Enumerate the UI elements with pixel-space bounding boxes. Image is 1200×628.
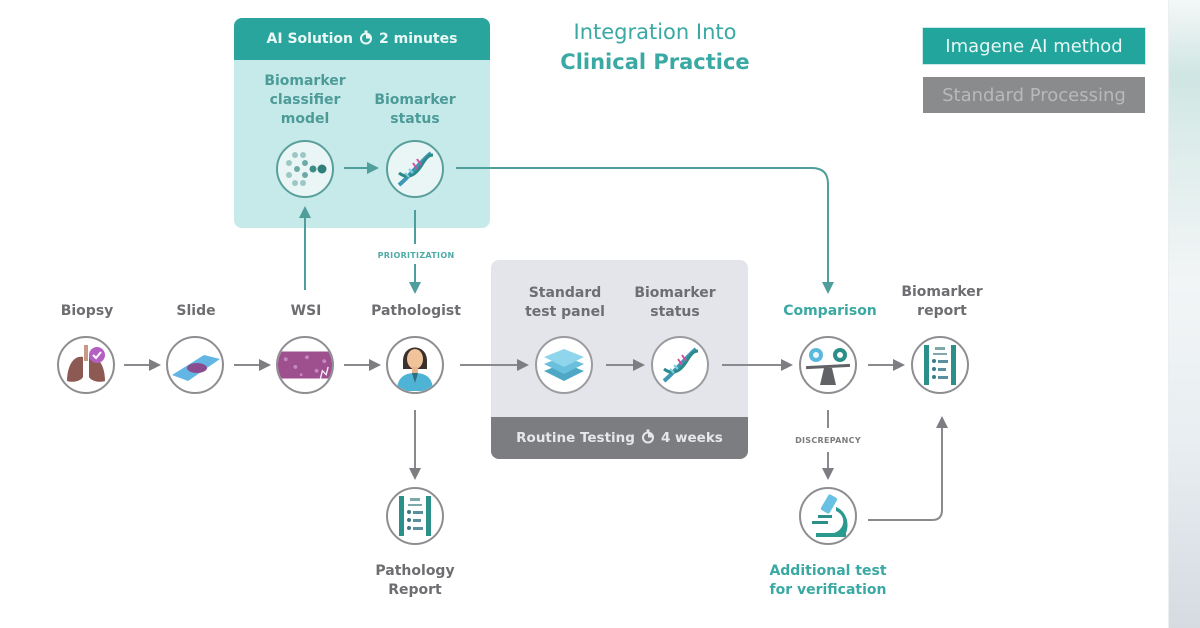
pathologist-label: Pathologist — [371, 303, 461, 319]
wsi-node — [276, 336, 334, 394]
legend-label: Imagene AI method — [945, 35, 1123, 57]
additional-test-node — [799, 487, 857, 545]
legend-imagene-ai: Imagene AI method — [923, 28, 1145, 64]
comparison-node — [799, 336, 857, 394]
comparison-label: Comparison — [783, 303, 877, 319]
neural-network-node — [276, 140, 334, 198]
report-clipboard-icon — [399, 496, 431, 536]
ai-solution-duration: 2 minutes — [379, 31, 458, 47]
pathology-report-label: Pathology Report — [375, 563, 455, 598]
report-clipboard-icon — [924, 345, 956, 385]
stopwatch-icon — [359, 30, 373, 49]
pathologist-node — [386, 336, 444, 394]
routine-biomarker-status-label: Biomarker status — [634, 285, 716, 320]
arrow-ai-status-to-comparison — [456, 167, 834, 294]
biomarker-report-label: Biomarker report — [901, 284, 983, 319]
biopsy-node — [57, 336, 115, 394]
routine-dna-node — [651, 336, 709, 394]
ai-solution-box: AI Solution 2 minutes — [234, 18, 490, 228]
wsi-label: WSI — [290, 303, 322, 319]
title-line-1: Integration Into — [573, 20, 737, 44]
pathologist-icon — [397, 347, 433, 391]
routine-testing-label: Routine Testing — [516, 430, 635, 446]
ai-solution-header: AI Solution 2 minutes — [234, 18, 490, 60]
right-edge-strip — [1168, 0, 1200, 628]
neural-network-icon — [286, 152, 327, 186]
lungs-icon — [67, 345, 105, 382]
pathology-report-node — [386, 487, 444, 545]
routine-testing-footer: Routine Testing 4 weeks — [491, 417, 748, 459]
balance-scale-icon — [805, 348, 851, 385]
standard-test-panel-node — [535, 336, 593, 394]
glass-slide-icon — [172, 355, 220, 381]
classifier-model-label: Biomarker classifier model — [264, 73, 346, 127]
biopsy-label: Biopsy — [60, 303, 114, 319]
ai-dna-node — [386, 140, 444, 198]
standard-test-panel-label: Standard test panel — [525, 285, 605, 320]
discrepancy-edge-label: DISCREPANCY — [795, 436, 861, 445]
additional-test-label: Additional test for verification — [769, 563, 887, 598]
biomarker-report-node — [911, 336, 969, 394]
diagram-title: Integration Into Clinical Practice — [545, 17, 765, 77]
layers-icon — [544, 349, 584, 381]
title-line-2: Clinical Practice — [560, 50, 750, 74]
legend-label: Standard Processing — [942, 84, 1126, 106]
routine-testing-duration: 4 weeks — [660, 430, 723, 446]
prioritization-edge-label: PRIORITIZATION — [377, 251, 455, 260]
tissue-image-icon — [278, 351, 332, 379]
dna-icon — [662, 347, 699, 383]
ai-biomarker-status-label: Biomarker status — [374, 92, 456, 127]
stopwatch-icon — [641, 429, 655, 448]
slide-node — [166, 336, 224, 394]
microscope-icon — [812, 494, 848, 537]
arrow-additional-test-to-report — [868, 416, 948, 521]
legend-standard-processing: Standard Processing — [923, 77, 1145, 113]
dna-icon — [397, 151, 434, 187]
ai-solution-label: AI Solution — [266, 31, 353, 47]
slide-label: Slide — [176, 303, 216, 319]
